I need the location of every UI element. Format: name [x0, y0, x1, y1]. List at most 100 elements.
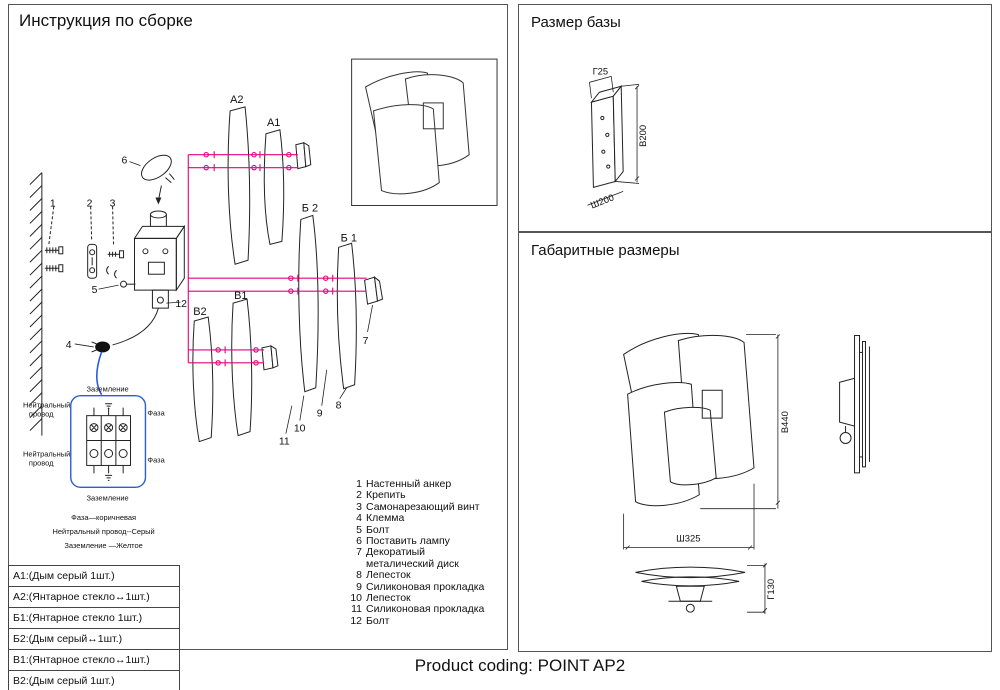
mounting-bracket [87, 243, 98, 279]
lamp-base [120, 210, 186, 309]
part-num: 5 [356, 523, 362, 536]
dim-height: В200 [637, 125, 648, 147]
callout-6: 6 [122, 156, 128, 167]
dim-height: В440 [780, 411, 791, 433]
bottom-view [635, 566, 746, 613]
wall-anchor [44, 246, 64, 273]
panel-v1 [231, 298, 253, 437]
part-item: 11 Силиконовая прокладка [346, 603, 511, 616]
part-num: 8 [356, 569, 362, 582]
label-v2: В2 [193, 306, 206, 318]
panel-a1 [263, 129, 285, 245]
panel-a2 [227, 106, 251, 265]
base-size-panel: Г25 В200 Ш200 Размер базы [518, 4, 992, 232]
dim-depth: Г25 [593, 65, 609, 76]
wiring-diagram [70, 395, 147, 489]
decorative-disks [261, 141, 384, 371]
part-name: Лепесток [366, 592, 411, 605]
callout-4: 4 [66, 340, 72, 351]
part-name: металический диск [366, 557, 459, 570]
wire-and-clamp [91, 307, 159, 396]
fastener-glyphs [203, 151, 334, 367]
callout-10: 10 [294, 424, 306, 435]
label-neutral-top-1: Нейтральный [23, 401, 70, 410]
glass-legend-row: A1:(Дым серый 1шт.) [9, 566, 179, 587]
part-name: Поставить лампу [366, 535, 450, 548]
part-num: 2 [356, 489, 362, 502]
callout-12: 12 [175, 299, 187, 310]
glass-legend-row: Б2:(Дым серый↔1шт.) [9, 629, 179, 650]
front-view [623, 333, 755, 507]
part-name: Самонарезающий винт [366, 500, 480, 513]
glass-legend-row: A2:(Янтарное стекло↔1шт.) [9, 587, 179, 608]
part-item: 12 Болт [346, 614, 511, 627]
product-coding: Product coding: POINT AP2 [414, 656, 626, 675]
assembly-diagram: 1 2 3 4 5 6 7 8 9 10 11 12 A2 A1 Б 2 Б 1… [23, 58, 498, 550]
assembly-panel: 1 2 3 4 5 6 7 8 9 10 11 12 A2 A1 Б 2 Б 1… [8, 4, 511, 690]
label-b1: Б 1 [341, 232, 357, 244]
part-name: Болт [366, 523, 390, 536]
base-size-title: Размер базы [531, 14, 621, 31]
label-ground-top: Заземление [87, 385, 129, 394]
label-a1: A1 [267, 117, 280, 129]
label-neutral-bottom-2: провод [29, 458, 54, 467]
part-name: Силиконовая прокладка [366, 603, 485, 616]
label-b2: Б 2 [302, 202, 318, 214]
label-color-neutral: Нейтральный провод--Серый [52, 527, 154, 536]
part-num: 7 [356, 546, 362, 559]
part-num: 1 [356, 478, 362, 490]
part-num: 4 [356, 512, 362, 525]
wall [29, 172, 43, 436]
dim-width: Ш200 [589, 191, 616, 210]
callout-9: 9 [317, 409, 323, 420]
part-item: металический диск [346, 557, 511, 570]
dim-depth: Г130 [766, 579, 777, 600]
label-phase-bottom: Фаза [147, 455, 165, 464]
label-a2: A2 [230, 94, 243, 106]
glass-legend: A1:(Дым серый 1шт.) A2:(Янтарное стекло↔… [8, 565, 180, 690]
callout-5: 5 [92, 285, 98, 296]
panel-letters: A2 A1 Б 2 Б 1 В1 В2 [193, 94, 357, 318]
inset-assembled-view [351, 58, 498, 206]
self-tapping-screw [106, 250, 125, 279]
part-num: 12 [350, 614, 362, 627]
part-num: 11 [351, 603, 362, 616]
part-num: 3 [356, 500, 362, 513]
wiring-labels: Заземление Нейтральный провод Фаза Нейтр… [23, 385, 166, 550]
glass-legend-row: В1:(Янтарное стекло↔1шт.) [9, 650, 179, 671]
part-name: Настенный анкер [366, 478, 452, 490]
glass-legend-row: Б1:(Янтарное стекло 1шт.) [9, 608, 179, 629]
panel-b1 [336, 242, 357, 390]
dim-width: Ш325 [676, 534, 700, 545]
label-ground-bottom: Заземление [87, 493, 129, 502]
callout-numbers: 1 2 3 4 5 6 7 8 9 10 11 12 [50, 156, 369, 448]
part-name: Декоратиый [366, 546, 426, 559]
label-phase-top: Фаза [147, 409, 165, 418]
part-name: Крепить [366, 489, 406, 502]
panel-b2 [298, 214, 319, 393]
panel-v2 [192, 316, 214, 443]
part-num: 9 [356, 580, 362, 593]
part-item: 3 Самонарезающий винт [346, 500, 511, 513]
base-dimension-lines [587, 75, 640, 206]
part-item: 7 Декоратиый [346, 546, 511, 559]
glass-legend-row: В2:(Дым серый 1шт.) [9, 671, 179, 690]
callout-11: 11 [279, 437, 290, 448]
lamp-bulb [141, 154, 175, 205]
part-item: 1 Настенный анкер [346, 478, 511, 490]
part-item: 5 Болт [346, 523, 511, 536]
callout-7: 7 [363, 336, 369, 347]
base-size-drawing: Г25 В200 Ш200 [587, 65, 648, 210]
overall-size-panel: В440 Ш325 Г130 Габаритные размеры [518, 232, 992, 652]
overall-dimension-lines [623, 334, 781, 615]
part-name: Болт [366, 614, 390, 627]
assembly-title: Инструкция по сборке [19, 11, 193, 30]
side-view [839, 335, 870, 474]
label-color-phase: Фаза—коричневая [71, 513, 136, 522]
callout-leaders [74, 161, 373, 434]
base-plate-holes [600, 115, 611, 169]
